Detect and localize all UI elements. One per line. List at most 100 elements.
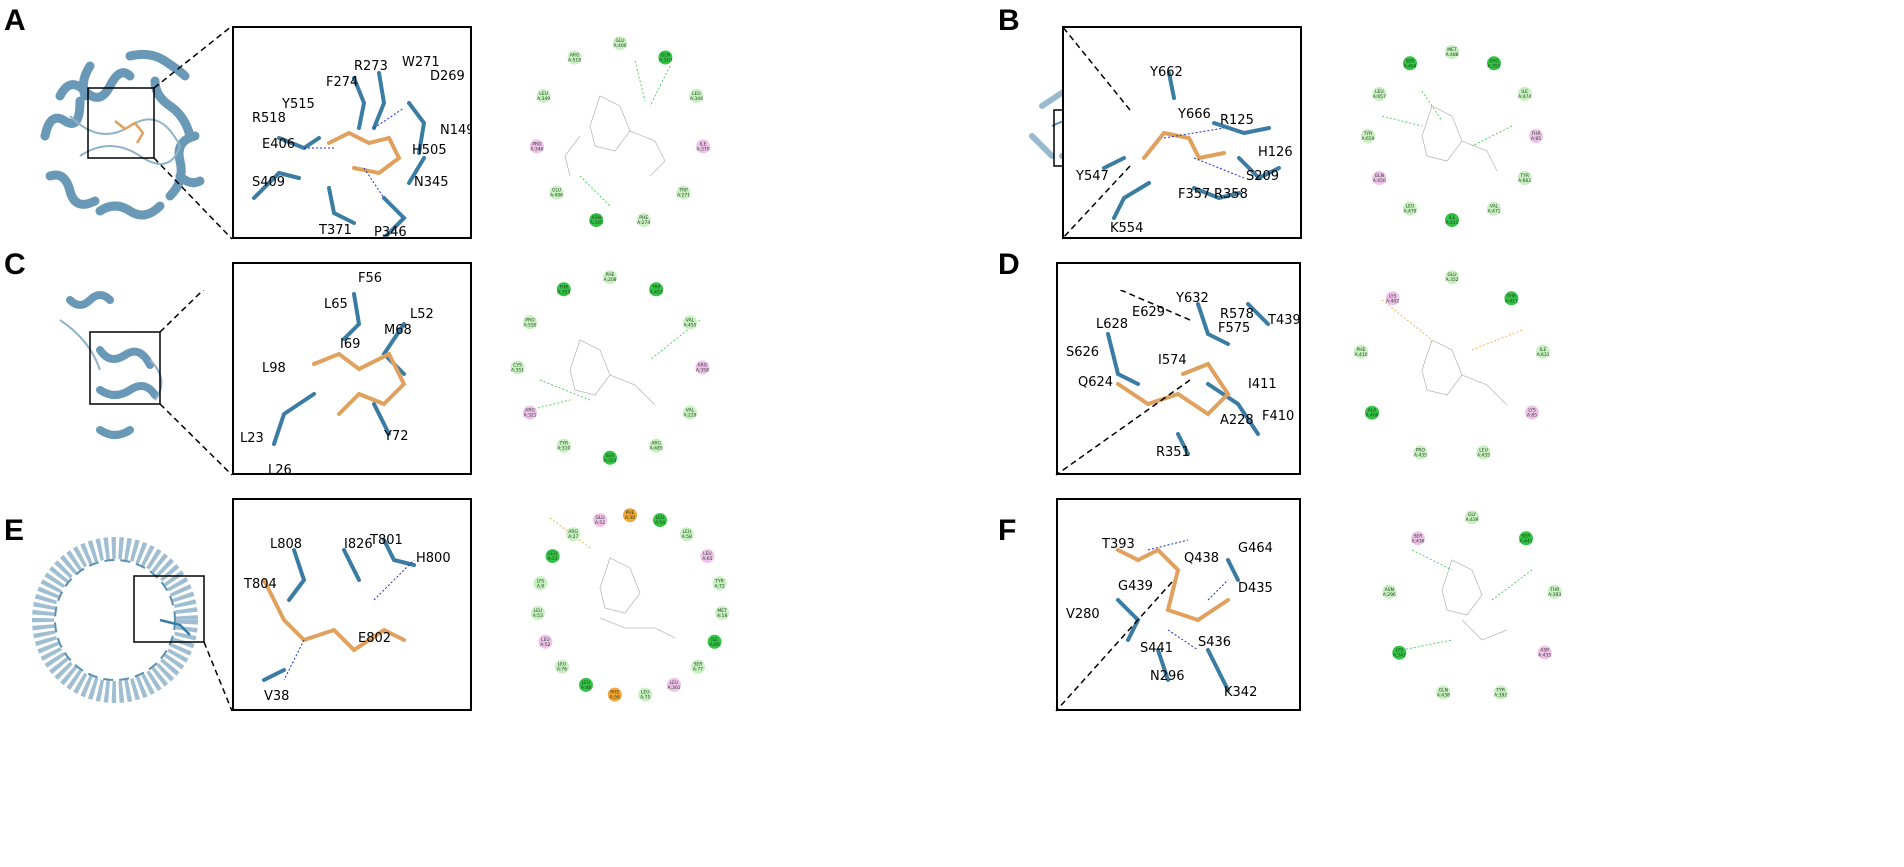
- residue-node-label: LEU: [1479, 447, 1488, 453]
- residue-label: F357: [1178, 187, 1210, 202]
- residue-node-label: A:274: [637, 220, 650, 226]
- panel-d: D Y632 E629 R578: [952, 250, 1904, 580]
- residue-node-label: GLN: [1375, 173, 1384, 179]
- residue-node: [1445, 270, 1459, 285]
- residue-label: Y662: [1149, 65, 1183, 80]
- residue-node-label: SER: [694, 662, 703, 668]
- interaction-diagram-a: GLUA:400GLNA:310LEUA:344ILEA:370TRPA:271…: [529, 36, 711, 228]
- residue-node-label: SER: [1414, 533, 1423, 539]
- residue-node-label: TYR: [1363, 131, 1373, 137]
- binding-site-sticks-a: [252, 71, 427, 237]
- residue-node-label: GLN: [661, 53, 670, 59]
- residue-node: [695, 360, 710, 375]
- residue-node: [683, 315, 697, 330]
- protein-cartoon-c: [59, 291, 163, 439]
- residue-node-label: A:471: [1487, 209, 1500, 215]
- residue-node-label: A:229: [683, 413, 696, 419]
- residue-node-label: A:358: [696, 368, 709, 374]
- residue-node: [700, 549, 715, 564]
- residue-node-label: A:393: [1548, 592, 1561, 598]
- residue-node: [649, 438, 664, 453]
- binding-site-zoom-e: L808 I826 T801 H800 T804 E802 V38: [232, 498, 472, 711]
- residue-node-label: A:406: [550, 193, 563, 199]
- residue-node-label: A:9: [537, 583, 545, 589]
- residue-node-label: A:30: [625, 515, 635, 521]
- residue-node-label: A:402: [1386, 298, 1399, 304]
- residue-node-label: A:48: [581, 685, 591, 691]
- residue-label: R273: [354, 59, 388, 74]
- residue-label: L23: [240, 431, 264, 446]
- binding-site-zoom-b: Y662 Y666 R125 H126 Y547 S209 R358 F357 …: [1062, 26, 1302, 239]
- residue-node-label: A:344: [690, 96, 703, 102]
- residue-node-label: LEU: [541, 637, 550, 643]
- residue-label: I69: [340, 337, 360, 352]
- residue-node: [676, 185, 691, 200]
- residue-label: K342: [1224, 685, 1257, 700]
- binding-site-sticks-e: [262, 538, 416, 682]
- residue-node-label: A:479: [1403, 209, 1416, 215]
- residue-node: [579, 677, 593, 692]
- residue-label: I574: [1158, 353, 1187, 368]
- residue-node-label: PHE: [626, 510, 635, 516]
- interaction-diagram-b: META:488ARGA:351ILEA:474THRA:85TYRA:662V…: [1361, 45, 1543, 227]
- residue-node-label: A:54: [655, 520, 665, 526]
- residue-node-label: GLN: [1439, 687, 1448, 693]
- residue-node-label: THR: [1506, 293, 1516, 299]
- panel-e: E L808 I826 T801 H800 T804: [0, 498, 952, 867]
- protein-cartoon-a: [40, 49, 205, 220]
- residue-node: [715, 606, 730, 620]
- residue-label: T439: [1267, 313, 1301, 328]
- residue-node: [589, 213, 604, 228]
- residue-node-label: A:346: [530, 146, 543, 152]
- residue-label: E406: [262, 137, 295, 152]
- residue-node-label: A:409: [1365, 413, 1378, 419]
- residue-node-label: A:52: [595, 520, 605, 526]
- residue-node-label: A:411: [1505, 298, 1518, 304]
- residue-label: D269: [430, 69, 465, 84]
- residue-node: [1365, 405, 1379, 420]
- residue-node-label: GLU: [552, 188, 561, 194]
- residue-node: [683, 405, 697, 420]
- zoom-connector-lines-d: [1055, 290, 1191, 476]
- residue-label: M68: [384, 323, 412, 338]
- residue-node-label: A:474: [1518, 94, 1531, 100]
- residue-node-label: ARG: [698, 363, 708, 369]
- residue-label: L65: [324, 297, 348, 312]
- residue-node: [1385, 291, 1400, 306]
- residue-node: [529, 139, 544, 154]
- residue-node-label: TYR: [714, 578, 724, 584]
- residue-node-label: A:296: [1383, 592, 1396, 598]
- residue-node: [1354, 344, 1368, 359]
- residue-node-label: LEU: [703, 551, 712, 557]
- residue-node: [549, 185, 564, 200]
- residue-label: H505: [412, 143, 447, 158]
- residue-node: [696, 139, 711, 154]
- residue-label: Q624: [1078, 375, 1113, 390]
- residue-node: [1465, 510, 1479, 525]
- residue-node-label: A:351: [1487, 63, 1500, 69]
- panel-f: F T393: [952, 498, 1904, 867]
- residue-node-label: A:85: [1527, 413, 1537, 419]
- residue-label: G464: [1238, 541, 1273, 556]
- residue-label: W271: [402, 55, 440, 70]
- residue-node-label: A:53: [533, 613, 543, 619]
- residue-labels-c: F56 L65 L52 M68 I69 L98 L23 L26 Y72: [240, 271, 434, 473]
- residue-labels-e: L808 I826 T801 H800 T804 E802 V38: [243, 533, 451, 704]
- residue-node-label: A:392: [1494, 692, 1507, 698]
- residue-node-label: A:355: [557, 289, 570, 295]
- residue-node: [1547, 584, 1562, 599]
- residue-label: L808: [270, 537, 302, 552]
- residue-node: [607, 687, 622, 702]
- residue-node: [556, 438, 571, 453]
- residue-node-label: A:436: [1411, 538, 1424, 544]
- residue-node-label: PRO: [1416, 447, 1426, 453]
- residue-labels-b: Y662 Y666 R125 H126 Y547 S209 R358 F357 …: [1075, 65, 1293, 236]
- binding-site-zoom-f: T393 Q438 G464 G439 D435 V280 S441 S436 …: [1056, 498, 1301, 711]
- residue-node-label: A:435: [1414, 452, 1427, 458]
- residue-node-label: A:208: [603, 277, 616, 283]
- residue-node-label: A:411: [1445, 220, 1458, 226]
- residue-node: [667, 677, 681, 692]
- residue-label: I826: [344, 537, 373, 552]
- interaction-diagram-f: GLYA:439SERA:441THRA:393ASPA:435TYRA:392…: [1382, 510, 1562, 700]
